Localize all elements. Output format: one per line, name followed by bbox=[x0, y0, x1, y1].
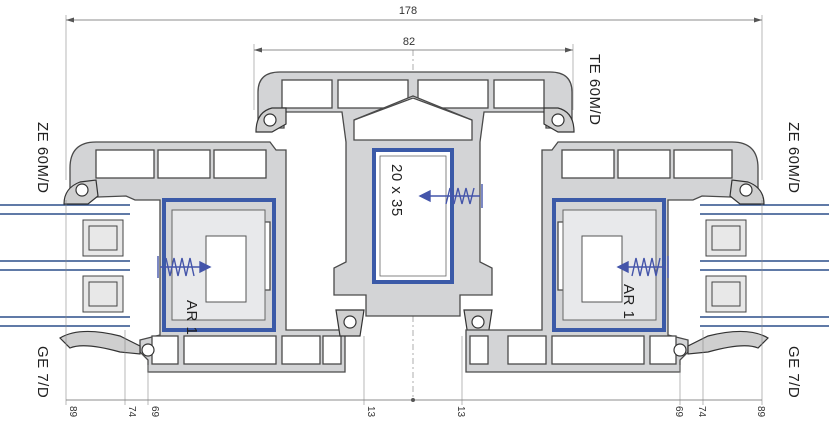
reinforcement-left bbox=[162, 198, 276, 332]
gasket-bottom-right-icon bbox=[673, 330, 769, 357]
dim-bottom-1: 89 bbox=[67, 406, 78, 418]
reinforcement-left-label: AR 1 bbox=[183, 300, 200, 335]
dim-bottom-4: 13 bbox=[365, 406, 376, 418]
gasket-top-right-icon bbox=[729, 179, 765, 205]
dimension-bottom bbox=[65, 200, 763, 405]
screw-center-icon bbox=[418, 184, 483, 208]
dim-bottom-5: 13 bbox=[455, 406, 466, 418]
gasket-bottom-left-label: GE 7/D bbox=[34, 346, 51, 398]
dim-bottom-6: 69 bbox=[673, 406, 684, 418]
dim-bottom-8: 89 bbox=[755, 406, 766, 418]
dim-bottom-7: 74 bbox=[696, 406, 707, 418]
screw-left-icon bbox=[157, 256, 212, 278]
dimension-overall-label: 178 bbox=[399, 5, 417, 17]
dim-bottom-2: 74 bbox=[126, 406, 137, 418]
glass-unit-left bbox=[0, 204, 130, 327]
gasket-center-label: TE 60M/D bbox=[586, 54, 603, 126]
gasket-center-bottom-left-icon bbox=[335, 309, 365, 337]
gasket-bottom-right-label: GE 7/D bbox=[785, 346, 802, 398]
reinforcement-right bbox=[552, 198, 666, 332]
center-reinforcement-label: 20 x 35 bbox=[388, 164, 405, 217]
gasket-top-left-icon bbox=[63, 179, 99, 205]
gasket-center-left-icon bbox=[255, 107, 287, 133]
dim-bottom-3: 69 bbox=[149, 406, 160, 418]
center-reinforcement bbox=[372, 148, 454, 284]
gasket-bottom-left-icon bbox=[59, 330, 155, 357]
gasket-top-left-label: ZE 60M/D bbox=[34, 122, 51, 194]
dimension-sash: 82 bbox=[253, 36, 574, 110]
dimension-overall: 178 bbox=[65, 5, 763, 180]
reinforcement-right-label: AR 1 bbox=[620, 284, 637, 319]
screw-right-icon bbox=[616, 256, 669, 278]
glass-unit-right bbox=[700, 204, 829, 327]
dimension-sash-label: 82 bbox=[403, 36, 415, 48]
gasket-center-right-icon bbox=[543, 107, 575, 133]
gasket-top-right-label: ZE 60M/D bbox=[785, 122, 802, 194]
